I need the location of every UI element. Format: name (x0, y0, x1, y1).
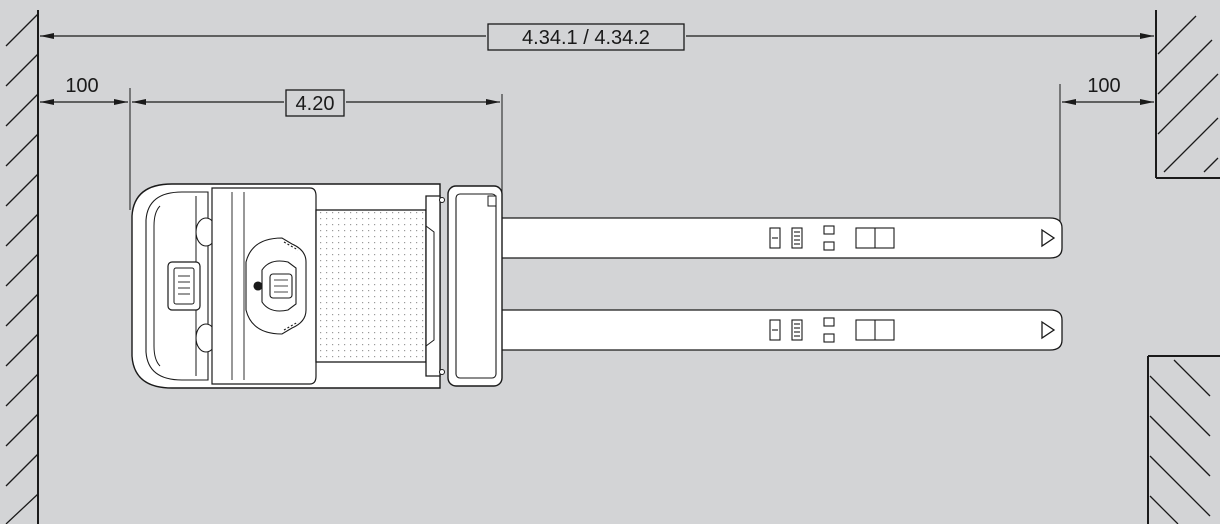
lower-fork-rollers (769, 317, 895, 343)
right-upper-wall (1155, 10, 1220, 179)
lower-fork (497, 309, 1063, 351)
overall-length-label: 4.34.1 / 4.34.2 (522, 27, 650, 49)
left-clearance-label: 100 (65, 75, 98, 97)
right-clearance-label: 100 (1087, 75, 1120, 97)
left-wall (5, 10, 39, 524)
tiller-head (245, 237, 307, 335)
body-length-label: 4.20 (296, 93, 335, 115)
upper-fork-rollers (769, 225, 895, 251)
body-length-dimension: 4.20 (129, 88, 503, 210)
lower-fork-tip-roller-icon (1041, 320, 1056, 340)
left-clearance-dimension: 100 (40, 75, 128, 105)
body-length-label-box (285, 89, 345, 117)
rear-bumper (145, 191, 209, 381)
right-lower-wall (1147, 355, 1220, 524)
right-clearance-dimension: 100 (1059, 75, 1154, 232)
tiller-pivot (253, 281, 263, 291)
left-wall-hatching (5, 13, 39, 524)
upper-fork-tip-roller-icon (1041, 228, 1056, 248)
load-backrest (425, 195, 441, 377)
overall-length-label-box (487, 23, 685, 51)
upper-fork (497, 217, 1063, 259)
overall-length-dimension: 4.34.1 / 4.34.2 (40, 23, 1154, 51)
truck-body (131, 183, 503, 389)
